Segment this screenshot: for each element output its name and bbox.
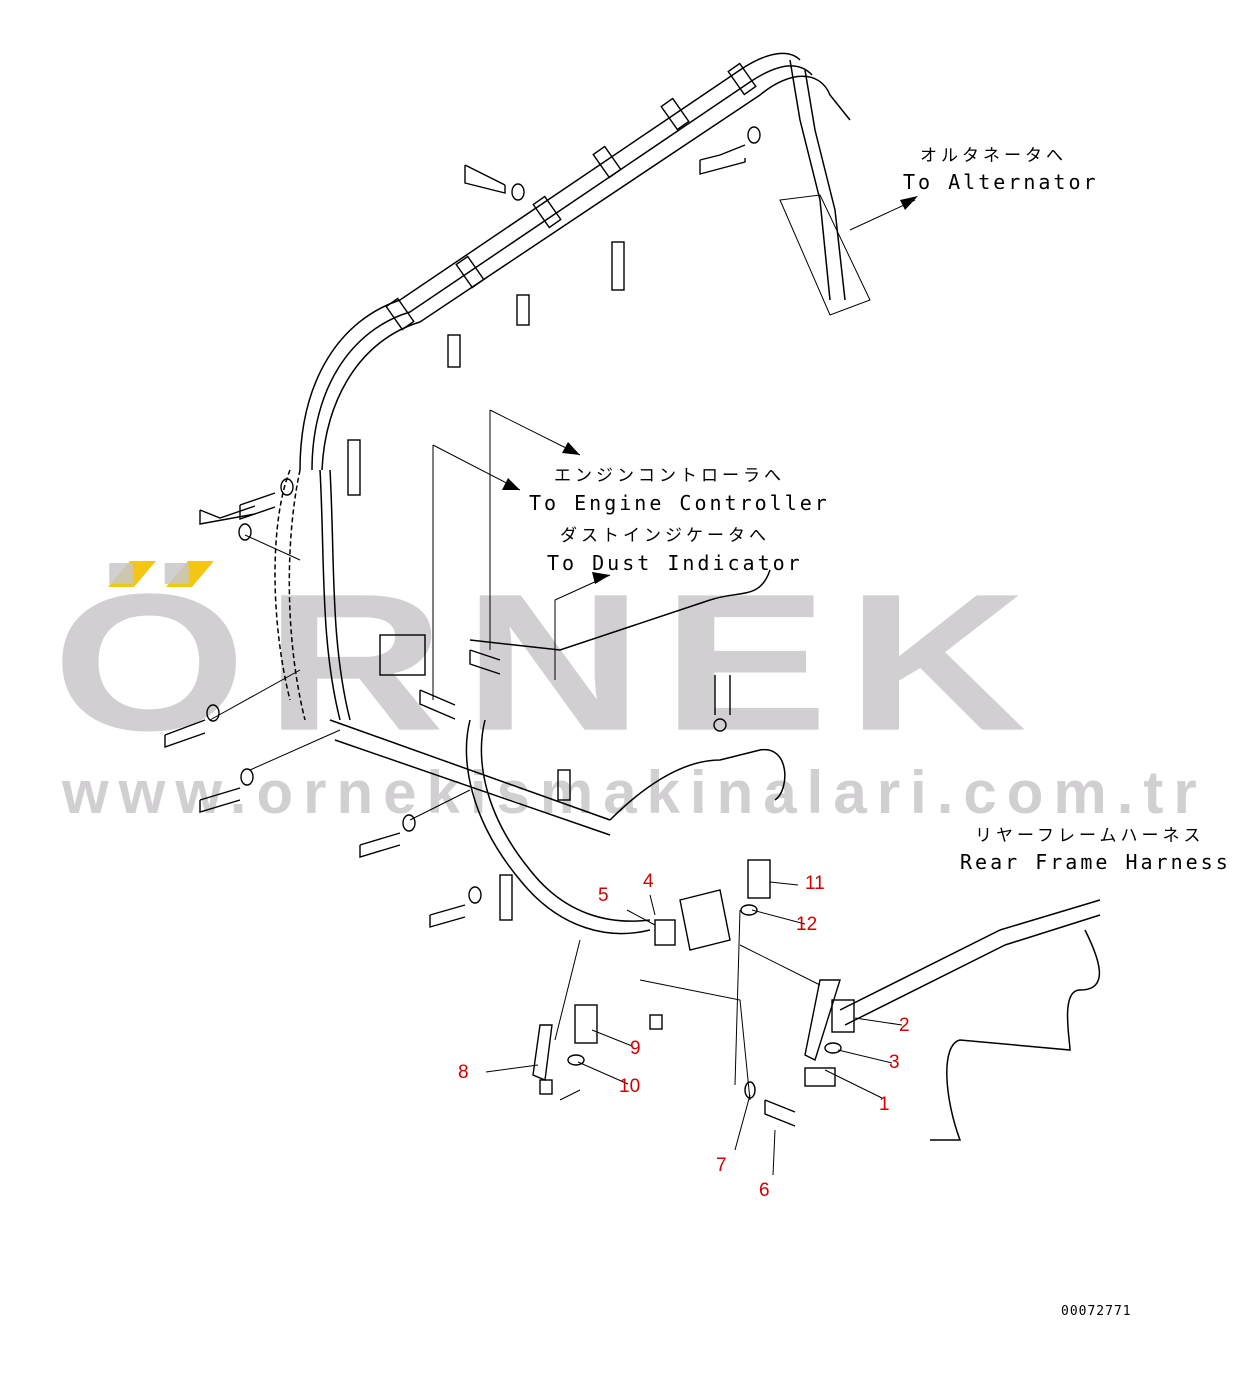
watermark-accent-icon xyxy=(108,561,214,587)
document-id: 00072771 xyxy=(1061,1304,1132,1319)
callout-3[interactable]: 3 xyxy=(889,1052,900,1073)
rear-frame-label-en: Rear Frame Harness xyxy=(960,850,1231,874)
callout-8[interactable]: 8 xyxy=(458,1062,469,1083)
callout-2[interactable]: 2 xyxy=(899,1015,910,1036)
callout-5[interactable]: 5 xyxy=(598,885,609,906)
rear-frame-label-jp: リヤーフレームハーネス xyxy=(975,826,1205,846)
callout-9[interactable]: 9 xyxy=(630,1038,641,1059)
callout-7[interactable]: 7 xyxy=(716,1155,727,1176)
alternator-label-en: To Alternator xyxy=(903,170,1099,194)
bolts xyxy=(164,126,855,1127)
engine-controller-label-jp: エンジンコントローラへ xyxy=(554,466,785,486)
callout-10[interactable]: 10 xyxy=(619,1076,641,1097)
arrowheads xyxy=(502,196,918,584)
callout-12[interactable]: 12 xyxy=(796,914,818,935)
callout-6[interactable]: 6 xyxy=(759,1180,770,1201)
callout-11[interactable]: 11 xyxy=(805,873,825,894)
callout-4[interactable]: 4 xyxy=(643,871,654,892)
dust-indicator-label-en: To Dust Indicator xyxy=(547,551,803,575)
watermark-brand: ÖRNEK xyxy=(52,553,1045,771)
alternator-label-jp: オルタネータへ xyxy=(920,146,1067,166)
leader-lines xyxy=(209,194,916,1176)
watermark-url: www.ornekismakinalari.com.tr xyxy=(62,759,1207,826)
main-harness xyxy=(274,52,1101,1141)
clamps xyxy=(347,62,841,1095)
engine-controller-label-en: To Engine Controller xyxy=(529,491,830,515)
callout-1[interactable]: 1 xyxy=(879,1094,890,1115)
dust-indicator-label-jp: ダストインジケータへ xyxy=(560,526,770,546)
